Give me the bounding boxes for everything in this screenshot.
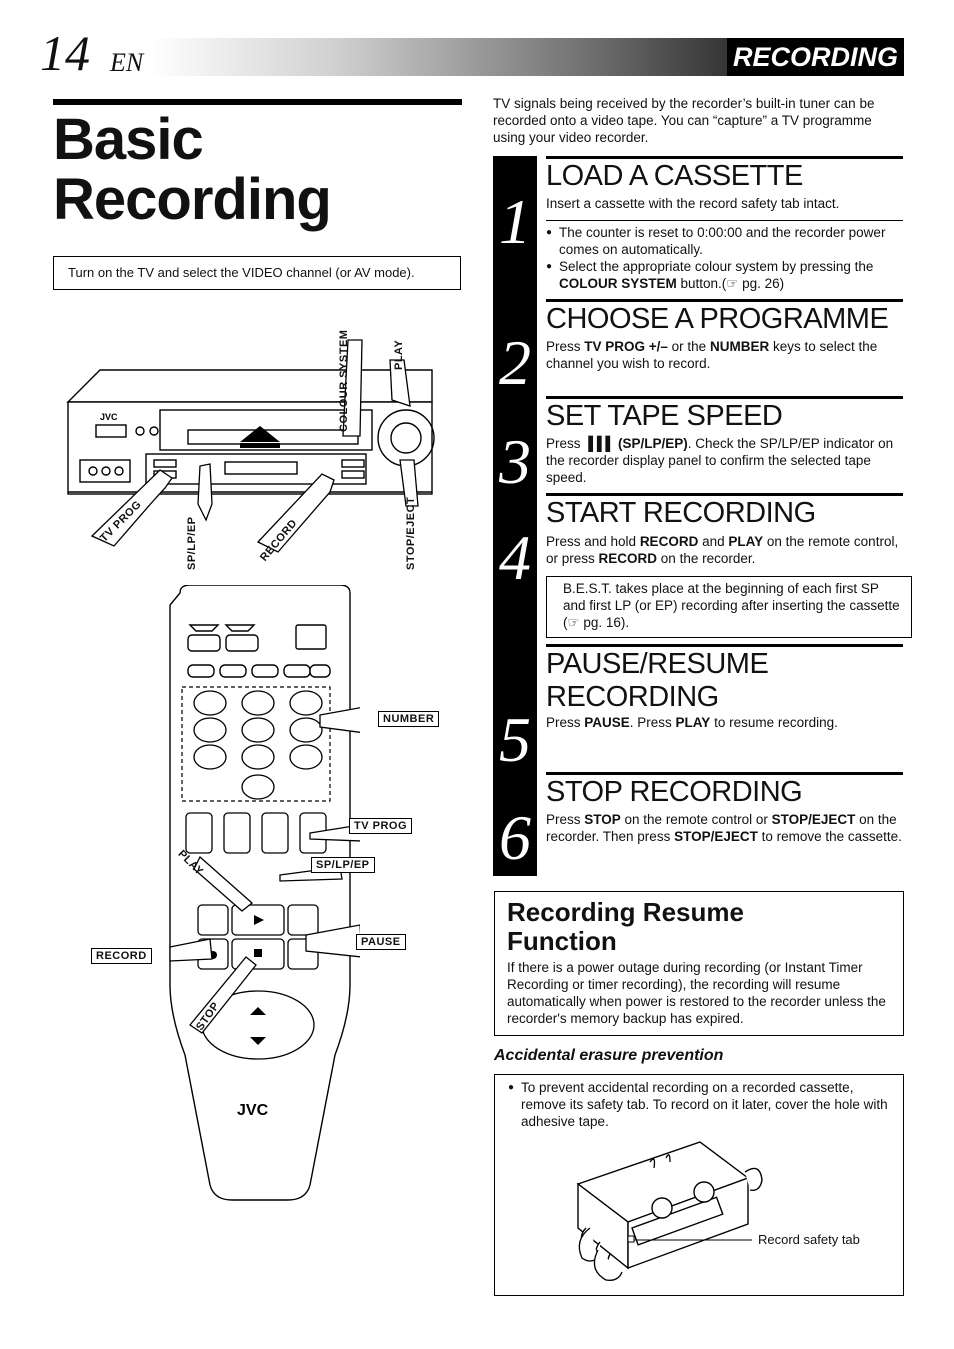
section-title: RECORDING — [726, 38, 904, 76]
step-2-title: CHOOSE A PROGRAMME — [546, 303, 889, 335]
record-safety-tab-label: Record safety tab — [758, 1232, 860, 1247]
remote-number-label: NUMBER — [378, 711, 440, 727]
step-number-bar: 1 2 3 4 5 6 — [493, 156, 537, 876]
intro-instruction-box: Turn on the TV and select the VIDEO chan… — [53, 256, 461, 290]
resume-function-box — [494, 891, 904, 1036]
step-1-number: 1 — [499, 186, 531, 257]
step-4-number: 4 — [499, 522, 531, 593]
remote-illustration: JVC — [169, 585, 360, 1201]
accidental-erasure-text: To prevent accidental recording on a rec… — [508, 1079, 892, 1130]
step-5-number: 5 — [499, 704, 531, 775]
vcr-illustration: JVC — [66, 339, 435, 553]
remote-brand-logo: JVC — [237, 1102, 269, 1119]
step-1-bullet-1: The counter is reset to 0:00:00 and the … — [546, 224, 904, 258]
step-2-text: Press TV PROG +/– or the NUMBER keys to … — [546, 339, 878, 371]
step-6-number: 6 — [499, 802, 531, 873]
vcr-stop-eject-label: STOP/EJECT — [405, 496, 417, 570]
step-6-title: STOP RECORDING — [546, 776, 803, 808]
cassette-illustration — [576, 1141, 763, 1281]
step-3-text: Press ▌▌▌(SP/LP/EP). Check the SP/LP/EP … — [546, 436, 894, 485]
vcr-sp-lp-ep-label: SP/LP/EP — [186, 516, 198, 570]
step-3-rule — [546, 396, 903, 399]
step-5-text: Press PAUSE. Press PLAY to resume record… — [546, 715, 838, 730]
step-4-text: Press and hold RECORD and PLAY on the re… — [546, 534, 899, 566]
step-2-rule — [546, 299, 903, 302]
step-4-rule — [546, 493, 903, 496]
remote-record-label: RECORD — [91, 948, 152, 964]
remote-pause-label: PAUSE — [356, 934, 406, 950]
remote-sp-lp-ep-label: SP/LP/EP — [311, 857, 375, 873]
step-3-title: SET TAPE SPEED — [546, 400, 783, 432]
accidental-erasure-box — [494, 1074, 904, 1296]
vcr-play-label: PLAY — [393, 339, 405, 370]
title-rule — [53, 99, 462, 105]
page-language: EN — [110, 48, 144, 77]
step-1-bullets: The counter is reset to 0:00:00 and the … — [546, 224, 904, 292]
step-4-title: START RECORDING — [546, 497, 816, 529]
page-title-line2: Recording — [53, 167, 332, 232]
vcr-colour-system-label: COLOUR SYSTEM — [338, 329, 350, 432]
intro-description: TV signals being received by the recorde… — [493, 96, 875, 145]
step-1-text: Insert a cassette with the record safety… — [546, 196, 840, 211]
step-5-title: PAUSE/RESUME RECORDING — [546, 648, 769, 713]
step-6-text: Press STOP on the remote control or STOP… — [546, 812, 902, 844]
tape-speed-icon: ▌▌▌ — [588, 436, 615, 451]
page-title-line1: Basic — [53, 107, 204, 172]
remote-tv-prog-label: TV PROG — [349, 818, 413, 834]
page-title: Basic Recording — [53, 110, 473, 230]
step-2-number: 2 — [499, 327, 531, 398]
step-4-note-box: B.E.S.T. takes place at the beginning of… — [546, 576, 912, 638]
step-6-rule — [546, 772, 903, 775]
resume-function-text: If there is a power outage during record… — [507, 960, 886, 1026]
step-1-divider — [546, 220, 903, 221]
page-number: 14 — [40, 25, 90, 81]
step-3-number: 3 — [499, 426, 531, 497]
vcr-brand-logo: JVC — [100, 412, 118, 422]
step-5-rule — [546, 644, 903, 647]
step-1-bullet-2: Select the appropriate colour system by … — [546, 258, 904, 292]
step-1-rule — [546, 156, 903, 159]
accidental-erasure-title: Accidental erasure prevention — [494, 1047, 724, 1064]
resume-function-title: Recording Resume Function — [507, 897, 744, 956]
step-1-title: LOAD A CASSETTE — [546, 160, 803, 192]
